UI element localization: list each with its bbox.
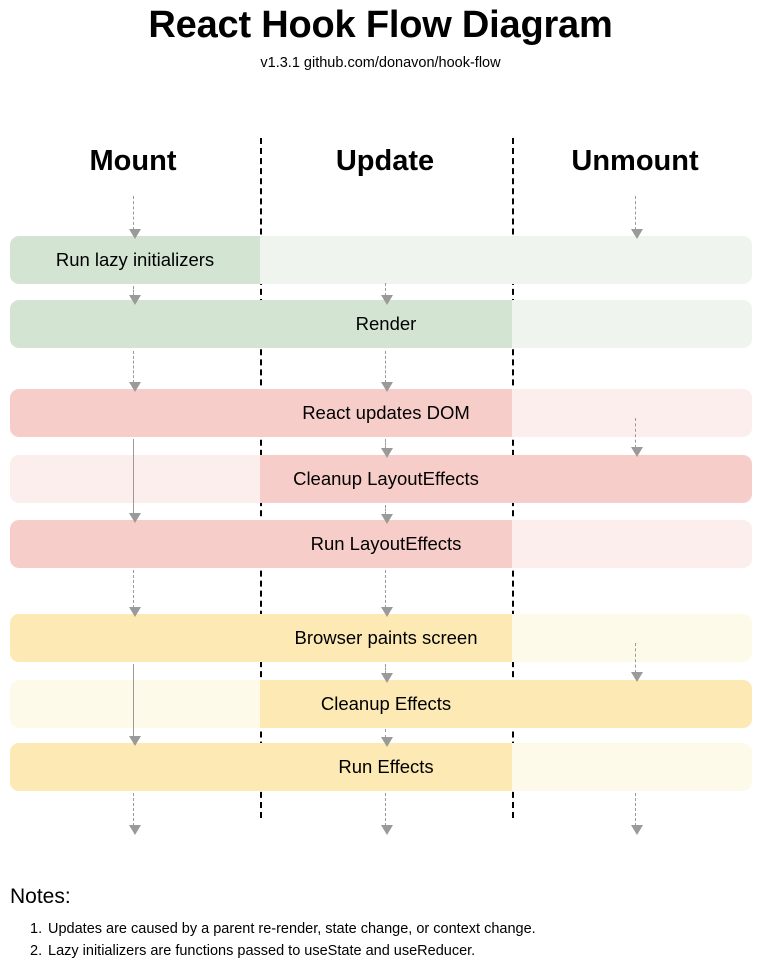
phase-label: Cleanup Effects [320, 693, 452, 714]
notes-list: 1. Updates are caused by a parent re-rend… [30, 918, 730, 962]
flow-arrow-down-icon [380, 729, 393, 747]
phase-cell-mount [10, 614, 260, 662]
phase-row: Cleanup Effects [10, 680, 752, 728]
note-text: Updates are caused by a parent re-render… [48, 921, 536, 937]
note-number: 2. [30, 943, 43, 959]
phase-label: Run Effects [338, 756, 434, 777]
phase-cell-update [260, 680, 512, 728]
phase-cell-unmount [512, 455, 752, 503]
flow-arrow-down-icon [128, 351, 141, 392]
column-header-unmount: Unmount [571, 145, 699, 177]
notes-heading: Notes: [10, 885, 71, 908]
flow-arrow-down-icon [380, 570, 393, 617]
phase-cell-update [260, 520, 512, 568]
flow-arrow-down-icon [380, 664, 393, 683]
phase-row: Run Effects [10, 743, 752, 791]
flow-arrow-down-icon [128, 286, 141, 305]
phase-row: Run LayoutEffects [10, 520, 752, 568]
phase-label: Render [355, 313, 417, 334]
flow-arrow-down-icon [128, 664, 141, 746]
page-subtitle: v1.3.1 github.com/donavon/hook-flow [260, 55, 501, 71]
phase-cell-mount [10, 389, 260, 437]
phase-label: React updates DOM [302, 402, 470, 423]
flow-arrow-down-icon [630, 643, 643, 682]
flow-arrow-down-icon [380, 505, 393, 524]
phase-cell-mount [10, 520, 260, 568]
page-title: React Hook Flow Diagram [148, 4, 613, 46]
flow-arrow-down-icon [380, 439, 393, 458]
phase-cell-update [260, 455, 512, 503]
phase-cell-unmount [512, 680, 752, 728]
phase-cell-mount [10, 236, 260, 284]
note-text: Lazy initializers are functions passed t… [48, 943, 476, 959]
phase-row: Run lazy initializers [10, 236, 752, 284]
flow-arrow-down-icon [630, 418, 643, 457]
flow-arrow-down-icon [380, 283, 393, 305]
note-item: 1. Updates are caused by a parent re-rend… [30, 918, 730, 940]
phase-row: React updates DOM [10, 389, 752, 437]
phase-cell-unmount [512, 520, 752, 568]
flow-arrow-down-icon [380, 351, 393, 392]
note-item: 2. Lazy initializers are functions passed… [30, 940, 730, 962]
phase-row: Render [10, 300, 752, 348]
note-number: 1. [30, 921, 43, 937]
flow-arrow-down-icon [630, 793, 643, 835]
phase-cell-mount [10, 680, 260, 728]
flow-arrow-down-icon [128, 793, 141, 835]
phase-cell-update [260, 389, 512, 437]
column-header-mount: Mount [89, 145, 177, 177]
phase-label: Run lazy initializers [55, 249, 215, 270]
phase-cell-update [260, 236, 512, 284]
phase-cell-mount [10, 300, 260, 348]
phase-label: Cleanup LayoutEffects [293, 468, 479, 489]
phase-row: Cleanup LayoutEffects [10, 455, 752, 503]
phase-cell-update [260, 743, 512, 791]
phase-label: Run LayoutEffects [310, 533, 462, 554]
phase-cell-mount [10, 455, 260, 503]
phase-cell-mount [10, 743, 260, 791]
phase-cell-unmount [512, 300, 752, 348]
flow-arrow-down-icon [128, 196, 141, 239]
flow-arrow-down-icon [128, 439, 141, 523]
phase-label: Browser paints screen [294, 627, 478, 648]
column-header-update: Update [335, 145, 435, 177]
phase-cell-unmount [512, 743, 752, 791]
flow-arrow-down-icon [380, 793, 393, 835]
flow-arrow-down-icon [128, 570, 141, 617]
phase-cell-update [260, 614, 512, 662]
phase-cell-update [260, 300, 512, 348]
phase-cell-unmount [512, 389, 752, 437]
phase-cell-unmount [512, 236, 752, 284]
flow-arrow-down-icon [630, 196, 643, 239]
phase-cell-unmount [512, 614, 752, 662]
phase-row: Browser paints screen [10, 614, 752, 662]
